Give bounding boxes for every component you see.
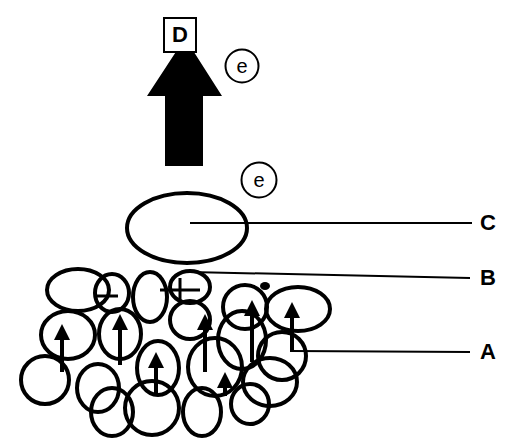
letter-box: D [163, 17, 197, 53]
part-label: B [478, 267, 498, 289]
dot [260, 282, 270, 290]
node-text: e [236, 56, 247, 76]
large-cell [127, 193, 247, 263]
node-text: e [253, 170, 264, 190]
junction-lines [95, 278, 200, 300]
part-label: C [478, 212, 498, 234]
outline-shape [242, 163, 277, 198]
small-cells [21, 269, 330, 436]
outline-shape [164, 18, 196, 52]
leader-lines [190, 223, 472, 352]
circled-letter: e [240, 161, 278, 199]
outline-shape [226, 50, 259, 83]
small-arrows [62, 308, 292, 396]
big-arrow [147, 38, 222, 166]
part-label: A [478, 341, 498, 363]
circled-letter: e [224, 48, 260, 84]
node-text: D [172, 24, 188, 46]
